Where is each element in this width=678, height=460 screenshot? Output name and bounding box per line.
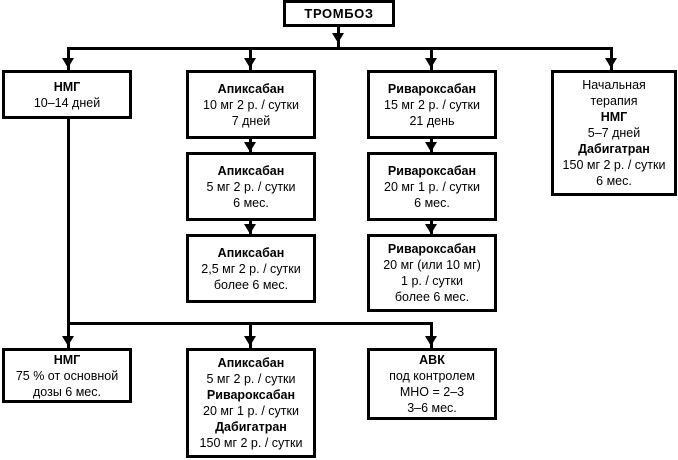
node-line: 1 р. / сутки [401, 274, 463, 288]
arrow-root-stem [332, 33, 344, 43]
node-rivaroxaban-20-or-10mg: Ривароксабан 20 мг (или 10 мг) 1 р. / су… [367, 234, 497, 312]
node-line: Ривароксабан [387, 81, 477, 96]
node-line: Ривароксабан [206, 388, 296, 402]
node-lmwh-initial: НМГ 10–14 дней [2, 70, 132, 119]
node-line: более 6 мес. [394, 290, 470, 304]
node-dabigatran-initial: Начальная терапия НМГ 5–7 дней Дабигатра… [551, 70, 677, 196]
arrow-rivaroxaban-2-3 [425, 224, 437, 234]
node-line: 6 мес. [596, 174, 632, 188]
node-line: 6 мес. [414, 195, 450, 210]
arrow-apixaban-1-2 [244, 142, 256, 152]
node-rivaroxaban-20mg: Ривароксабан 20 мг 1 р. / сутки 6 мес. [367, 152, 497, 221]
node-line: АВК [419, 353, 445, 367]
node-bottom-vka: АВК под контролем МНО = 2–3 3–6 мес. [367, 348, 497, 420]
node-line: Ривароксабан [387, 242, 477, 256]
arrow-rivaroxaban-1-2 [425, 142, 437, 152]
node-line: Апиксабан [217, 163, 285, 178]
arrow-bottom-lmwh [62, 336, 74, 346]
node-line: 75 % от основной [15, 368, 119, 383]
node-line: 6 мес. [233, 195, 269, 210]
node-line: 150 мг 2 р. / сутки [199, 436, 303, 450]
node-line: НМГ [600, 110, 628, 124]
node-rivaroxaban-15mg: Ривароксабан 15 мг 2 р. / сутки 21 день [367, 70, 497, 139]
node-line: 7 дней [231, 113, 271, 128]
node-line: более 6 мес. [213, 277, 289, 292]
node-line: 10–14 дней [33, 95, 101, 110]
connector-drop-bottom-lmwh [67, 322, 70, 348]
arrow-bottom-doac [244, 336, 256, 346]
arrow-bottom-vka [425, 336, 437, 346]
node-line: ТРОМБОЗ [304, 5, 374, 21]
node-line: МНО = 2–3 [399, 385, 465, 399]
node-line: 3–6 мес. [407, 401, 457, 415]
node-line: 15 мг 2 р. / сутки [384, 97, 480, 112]
node-line: Апиксабан [217, 81, 285, 96]
node-thrombosis-root: ТРОМБОЗ [283, 0, 395, 27]
node-line: дозы 6 мес. [33, 384, 101, 399]
node-line: НМГ [53, 79, 81, 94]
node-apixaban-2-5mg: Апиксабан 2,5 мг 2 р. / сутки более 6 ме… [186, 234, 316, 303]
node-line: 5 мг 2 р. / сутки [206, 179, 296, 194]
arrow-apixaban-2-3 [244, 224, 256, 234]
node-line: Дабигатран [578, 142, 650, 156]
arrow-drop-apixaban [244, 58, 256, 68]
node-line: Дабигатран [215, 420, 287, 434]
arrow-drop-dabigatran [605, 58, 617, 68]
node-line: Ривароксабан [387, 163, 477, 178]
node-line: 5–7 дней [587, 126, 641, 140]
node-line: 150 мг 2 р. / сутки [562, 158, 666, 172]
node-line: 20 мг 1 р. / сутки [384, 179, 480, 194]
connector-drop-bottom-doac [249, 322, 252, 348]
node-line: Апиксабан [217, 356, 285, 370]
node-line: 10 мг 2 р. / сутки [203, 97, 299, 112]
node-line: 20 мг 1 р. / сутки [203, 404, 299, 418]
node-bottom-doac-combo: Апиксабан 5 мг 2 р. / сутки Ривароксабан… [186, 348, 316, 458]
node-line: 21 день [409, 113, 455, 128]
node-line: Апиксабан [217, 245, 285, 260]
arrow-drop-lmwh [62, 58, 74, 68]
node-line: 5 мг 2 р. / сутки [206, 372, 296, 386]
node-line: НМГ [53, 352, 81, 367]
node-line: Начальная [582, 78, 646, 92]
node-line: под контролем [389, 369, 475, 383]
connector-drop-bottom-vka [430, 322, 433, 348]
node-apixaban-10mg: Апиксабан 10 мг 2 р. / сутки 7 дней [186, 70, 316, 139]
node-line: 20 мг (или 10 мг) [383, 258, 481, 272]
node-line: терапия [590, 94, 638, 108]
connector-distribution-bar [67, 47, 613, 50]
node-apixaban-5mg: Апиксабан 5 мг 2 р. / сутки 6 мес. [186, 152, 316, 221]
arrow-drop-rivaroxaban [425, 58, 437, 68]
node-lmwh-maintenance: НМГ 75 % от основной дозы 6 мес. [2, 348, 132, 403]
node-line: 2,5 мг 2 р. / сутки [201, 261, 301, 276]
connector-lmwh-long-stem [67, 119, 70, 322]
